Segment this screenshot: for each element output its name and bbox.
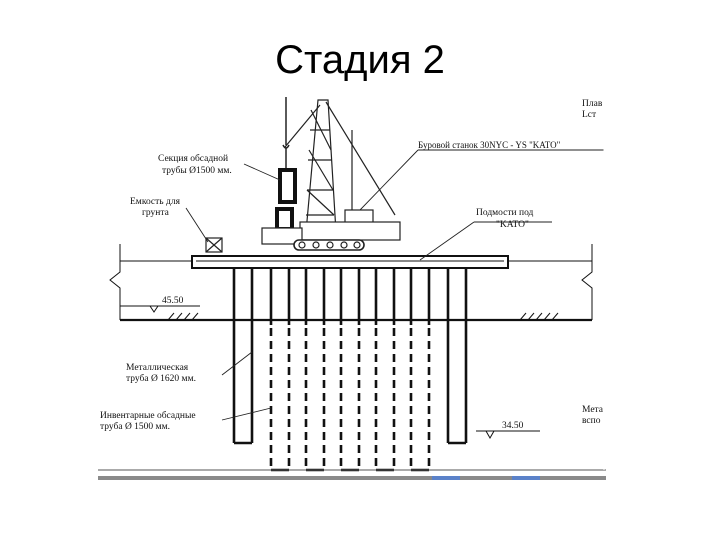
casing-pipes-label-2: труба Ø 1500 мм. <box>100 421 170 432</box>
platform-label-1: Подмости под <box>476 208 534 218</box>
level-top-label: 45.50 <box>162 296 184 306</box>
cut-right-label-1: Мета <box>582 405 604 415</box>
cut-right-label-2: вспо <box>582 416 601 426</box>
platform-label-2: "KATO" <box>496 220 529 230</box>
soil-tank-icon <box>205 237 223 253</box>
level-marks <box>120 305 540 440</box>
soil-tank-label-2: грунта <box>142 208 170 218</box>
ground-lines <box>109 244 593 322</box>
leader-lines <box>185 149 604 421</box>
casing-section-label-1: Секция обсадной <box>158 153 228 164</box>
slide-title: Стадия 2 <box>275 38 445 82</box>
metal-pipes <box>232 268 468 445</box>
casing-pipes <box>269 328 431 472</box>
casing-section-label-2: трубы Ø1500 мм. <box>162 165 232 176</box>
platform-deck <box>191 255 509 269</box>
bottom-border <box>98 469 606 480</box>
drill-rig-label: Буровой станок 30NYC - YS "KATO" <box>418 140 561 150</box>
crane-hook <box>282 97 290 170</box>
drill-rig-icon <box>261 99 401 251</box>
casing-section-icon <box>275 168 297 231</box>
metal-pipe-label-1: Металлическая <box>126 363 189 373</box>
metal-pipe-label-2: труба Ø 1620 мм. <box>126 373 196 384</box>
level-bottom-label: 34.50 <box>502 421 524 431</box>
casing-pipes-label-1: Инвентарные обсадные <box>100 410 196 421</box>
cut-top-label-2: Lст <box>582 110 597 120</box>
soil-tank-label-1: Емкость для <box>130 197 181 207</box>
cut-top-label-1: Плав <box>582 99 603 109</box>
